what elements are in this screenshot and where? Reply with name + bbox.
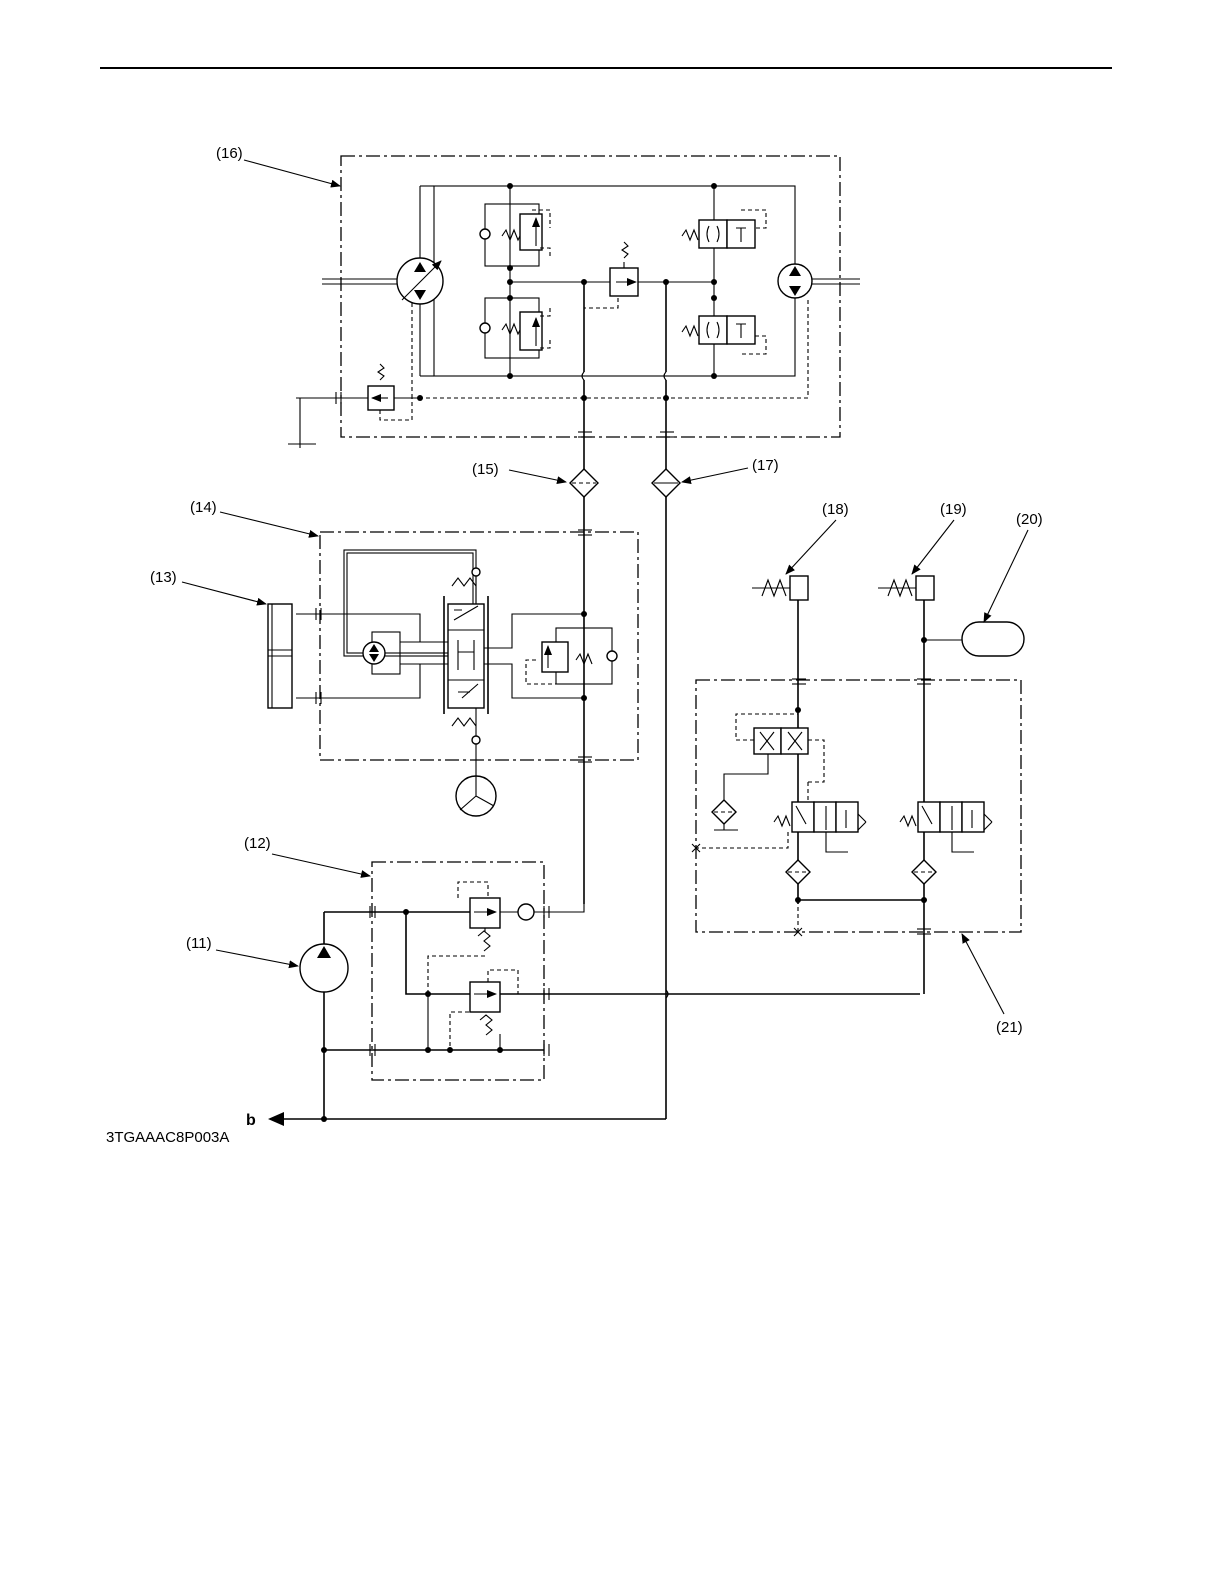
relief-valve-lower (480, 298, 550, 358)
label-13: (13) (150, 569, 177, 586)
line-filter-17 (652, 469, 680, 497)
label-17: (17) (752, 457, 779, 474)
label-14: (14) (190, 499, 217, 516)
label-11: (11) (186, 935, 212, 952)
connector-b-arrow (268, 1112, 284, 1126)
brake-valve-unit-21 (692, 679, 1021, 936)
directional-valve-lower (682, 316, 766, 354)
label-15: (15) (472, 461, 499, 478)
label-21: (21) (996, 1019, 1023, 1036)
label-20: (20) (1016, 511, 1043, 528)
label-18: (18) (822, 501, 849, 518)
valve-block-12 (321, 862, 920, 1080)
shuttle-valve (510, 242, 717, 308)
label-19: (19) (940, 501, 967, 518)
line-filter-15 (570, 469, 598, 497)
steering-unit-14 (296, 530, 638, 816)
connector-b-label: b (246, 1112, 256, 1129)
figure-code: 3TGAAAC8P003A (106, 1129, 229, 1146)
steering-cylinder-13 (268, 604, 292, 708)
hydraulic-pump-11 (300, 912, 348, 1119)
charge-relief-valve (288, 364, 420, 448)
relief-valve-upper (480, 204, 550, 266)
directional-valve-upper (682, 210, 766, 248)
label-12: (12) (244, 835, 271, 852)
hst-unit-16 (288, 156, 860, 474)
leader-arrows (182, 160, 1028, 1014)
accumulator-20 (921, 622, 1024, 656)
label-16: (16) (216, 145, 243, 162)
